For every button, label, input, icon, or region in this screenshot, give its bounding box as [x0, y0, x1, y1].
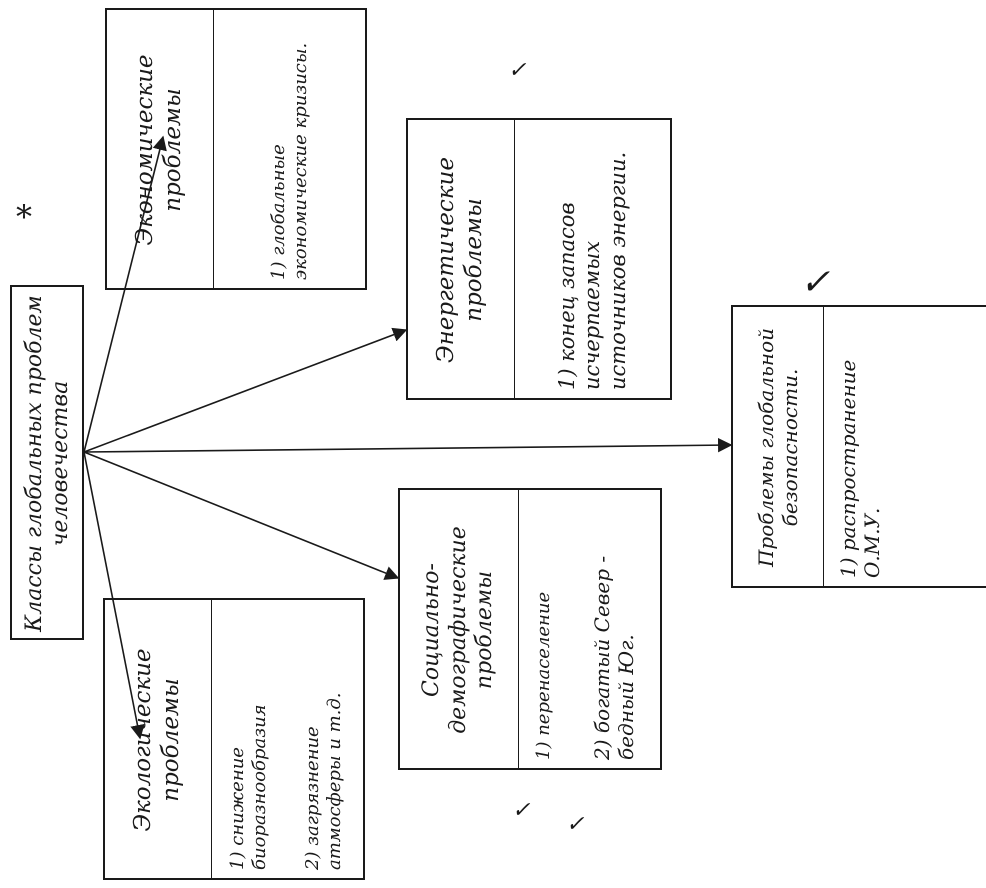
check-mark-bottom-2: ✓ [566, 812, 585, 837]
arrow-to-social [83, 451, 400, 580]
check-mark-bottom-1: ✓ [512, 798, 531, 823]
root-box: Классы глобальных проблем человечества [10, 285, 84, 640]
arrow-to-ecology [83, 451, 145, 740]
security-item-1: 1) распространение О.М.У. [836, 359, 884, 578]
security-title: Проблемы глобальной безопасности. [754, 327, 802, 568]
ecology-divider [211, 600, 212, 878]
root-label: Классы глобальных проблем человечества [21, 295, 73, 632]
ecology-item-1: 1) снижение биоразнообразия [227, 704, 270, 870]
social-box: Социально-демографические проблемы 1) пе… [398, 488, 662, 770]
check-mark-top: ✓ [508, 58, 527, 83]
arrow-to-security [83, 437, 733, 453]
economic-item-1: 1) глобальные экономические кризисы. [268, 42, 311, 280]
energy-title: Энергетические проблемы [433, 157, 487, 363]
security-box: Проблемы глобальной безопасности. 1) рас… [731, 305, 986, 588]
social-item-1: 1) перенаселение [533, 591, 555, 760]
security-divider [823, 307, 824, 586]
arrow-to-energy [83, 327, 408, 453]
ecology-title: Экологические проблемы [130, 648, 184, 832]
economic-divider [213, 10, 214, 288]
ecology-item-2: 2) загрязнение атмосферы и т.д. [302, 692, 345, 870]
energy-item-1: 1) конец запасов исчерпаемых источников … [555, 151, 630, 390]
energy-box: Энергетические проблемы 1) конец запасов… [406, 118, 672, 400]
economic-box: Экономические проблемы 1) глобальные эко… [105, 8, 367, 290]
ecology-box: Экологические проблемы 1) снижение биора… [103, 598, 365, 880]
energy-divider [514, 120, 515, 398]
social-divider [518, 490, 519, 768]
star-mark: * [16, 198, 32, 236]
social-title: Социально-демографические проблемы [419, 526, 498, 734]
check-mark-right: ✓ [800, 262, 831, 303]
economic-title: Экономические проблемы [132, 54, 186, 246]
arrow-to-economic [83, 135, 167, 453]
social-item-2: 2) богатый Север - бедный Юг. [590, 555, 638, 760]
